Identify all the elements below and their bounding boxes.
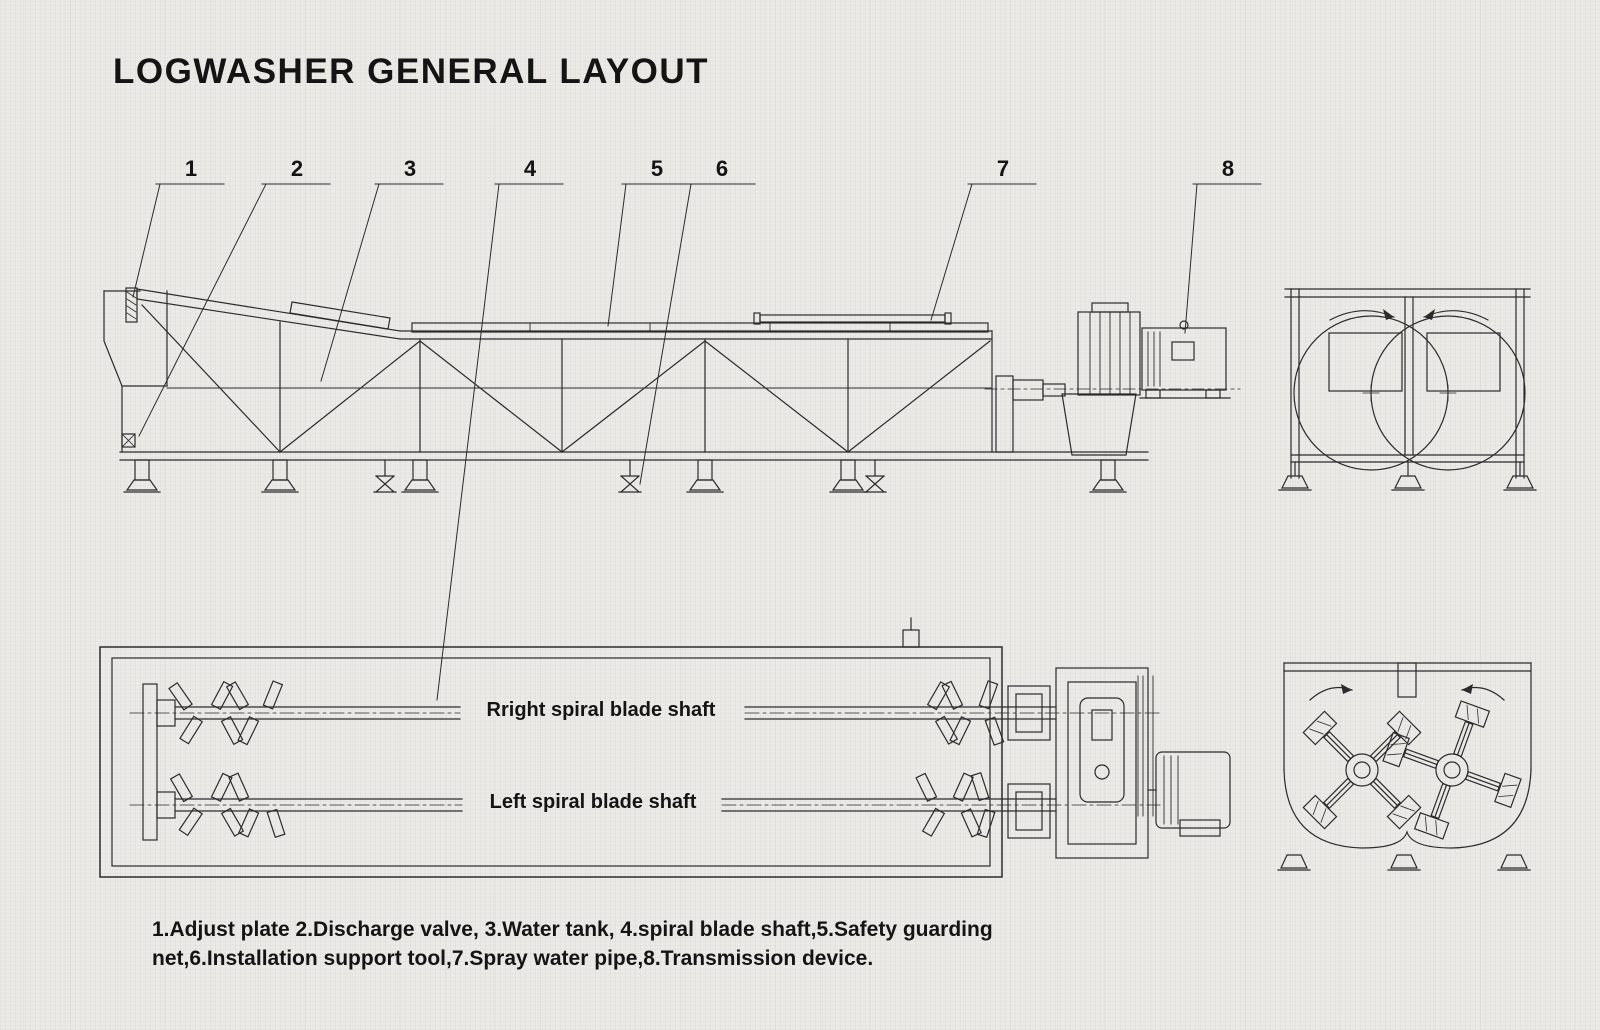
callout-6: 6 bbox=[715, 156, 729, 181]
feed-hopper bbox=[103, 290, 168, 453]
motor-plan bbox=[1147, 751, 1231, 837]
callout-7: 7 bbox=[996, 156, 1010, 181]
legend-line-2: net,6.Installation support tool,7.Spray … bbox=[152, 946, 874, 970]
end-view-upper-feet bbox=[1278, 461, 1537, 491]
paddles-right-cluster bbox=[915, 680, 1005, 839]
page-title: LOGWASHER GENERAL LAYOUT bbox=[113, 52, 710, 91]
inlet-pipe-mark bbox=[902, 617, 920, 648]
end-view-upper bbox=[1278, 288, 1537, 491]
right-spiral-shaft bbox=[129, 706, 1161, 720]
adjust-plate bbox=[125, 287, 138, 323]
callout-5: 5 bbox=[650, 156, 664, 181]
support-columns bbox=[123, 459, 1127, 493]
transmission-device bbox=[984, 302, 1241, 456]
water-tank-truss bbox=[119, 304, 1149, 461]
callout-3: 3 bbox=[403, 156, 417, 181]
safety-guarding-net bbox=[411, 322, 989, 333]
spray-water-pipe bbox=[753, 312, 952, 325]
callout-2: 2 bbox=[290, 156, 304, 181]
legend-line-1: 1.Adjust plate 2.Discharge valve, 3.Wate… bbox=[152, 918, 993, 941]
discharge-valve bbox=[121, 433, 136, 448]
installation-support-feet bbox=[373, 459, 887, 493]
left-shaft-label: Left spiral blade shaft bbox=[489, 791, 697, 813]
callout-1: 1 bbox=[184, 156, 198, 181]
callout-4: 4 bbox=[523, 156, 537, 181]
end-view-lower bbox=[1277, 662, 1532, 871]
right-shaft-label: Rright spiral blade shaft bbox=[486, 699, 716, 721]
motor-side bbox=[1139, 320, 1231, 399]
side-elevation-view bbox=[103, 287, 1241, 493]
blade-spider-right bbox=[1382, 700, 1522, 840]
end-view-lower-feet bbox=[1277, 854, 1531, 871]
callout-8: 8 bbox=[1221, 156, 1235, 181]
blade-spider-left bbox=[1302, 710, 1422, 830]
shaft-bearings bbox=[1007, 685, 1051, 839]
rotation-arrows-upper bbox=[1329, 309, 1489, 321]
inclined-deck bbox=[136, 288, 401, 340]
callout-leader-lines bbox=[132, 183, 1262, 701]
legend: 1.Adjust plate 2.Discharge valve, 3.Wate… bbox=[152, 916, 993, 974]
drive-frame-plan bbox=[1055, 667, 1154, 859]
plan-view bbox=[99, 617, 1231, 878]
rotation-arrows-lower bbox=[1309, 684, 1505, 701]
left-spiral-shaft bbox=[129, 798, 1161, 812]
paddles-left-cluster bbox=[168, 680, 286, 839]
